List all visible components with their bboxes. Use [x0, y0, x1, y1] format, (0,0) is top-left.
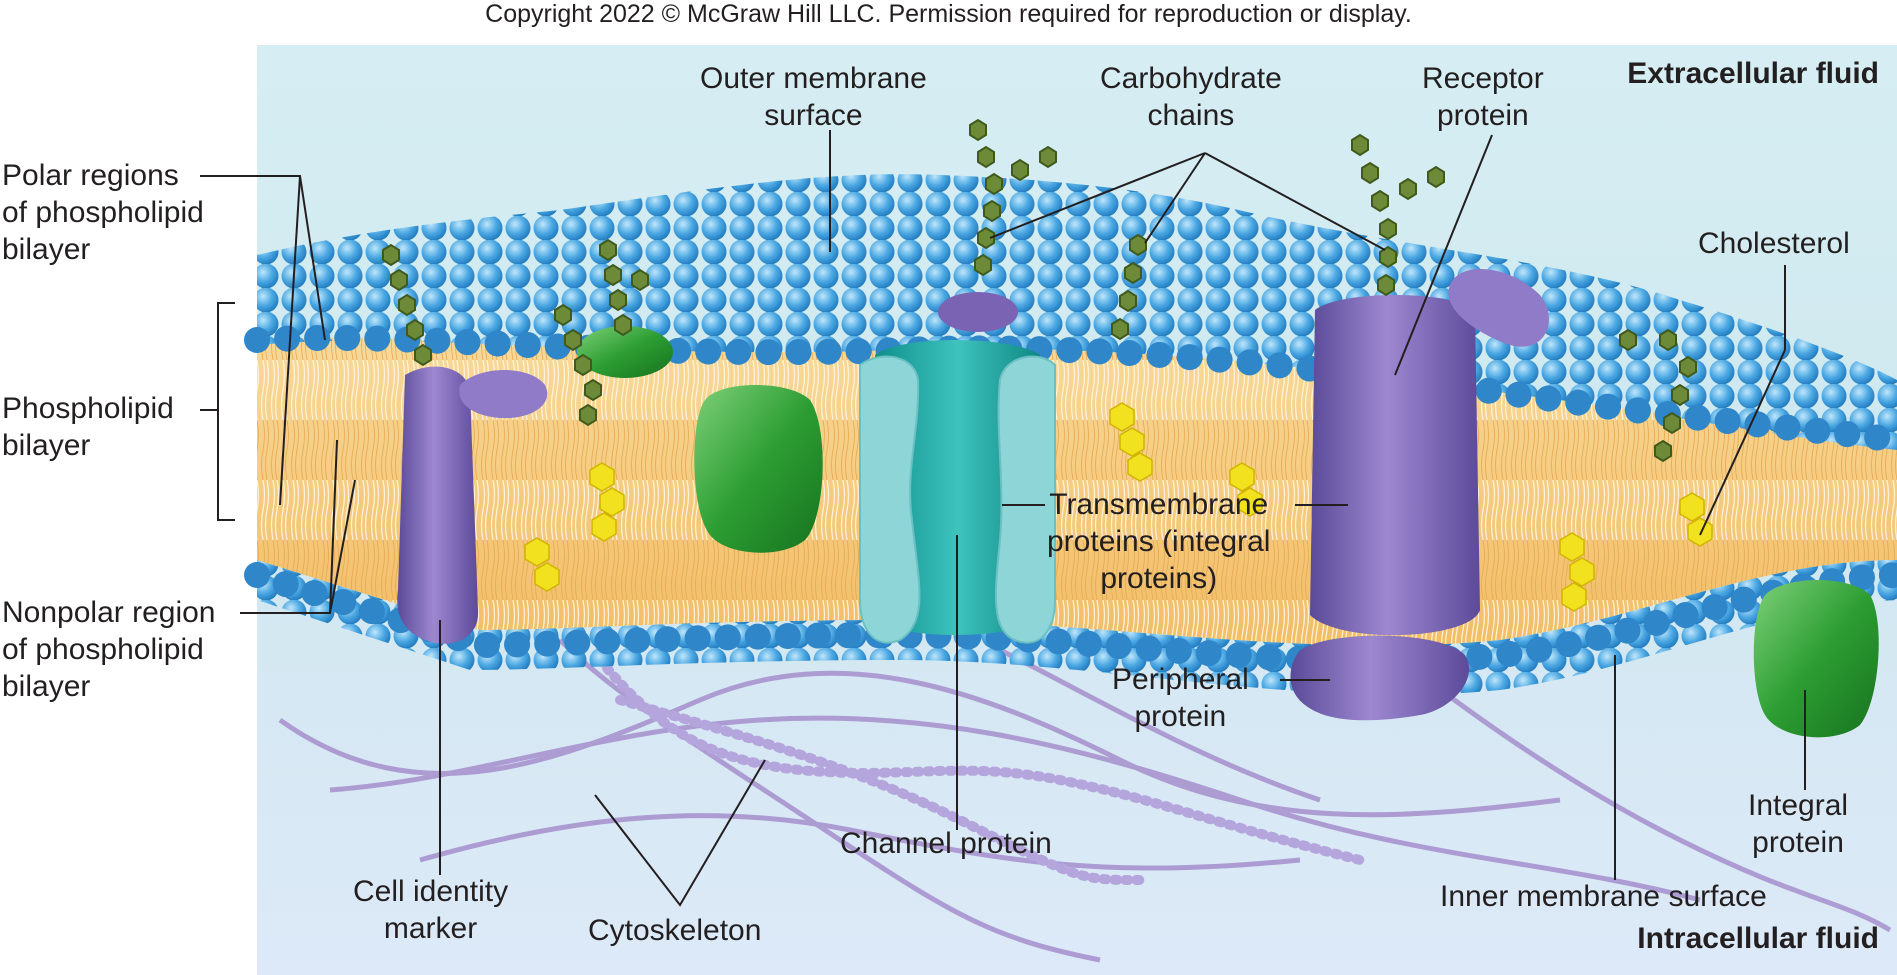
surface-purple-protein — [938, 292, 1018, 332]
receptor-protein-shape — [1310, 268, 1549, 636]
label-cytoskeleton: Cytoskeleton — [588, 914, 762, 947]
actin-filaments — [595, 655, 1365, 885]
label-intracellular-fluid: Intracellular fluid — [1637, 922, 1879, 955]
label-channel-protein: Channel protein — [840, 827, 1052, 860]
integral-protein-shape — [1753, 580, 1879, 738]
integral-green-protein — [694, 385, 823, 553]
peripheral-protein-shape — [1290, 635, 1469, 721]
label-extracellular-fluid: Extracellular fluid — [1627, 57, 1879, 90]
surface-green-protein — [577, 326, 673, 378]
carbohydrate-chains — [382, 118, 1697, 463]
cholesterol-molecules — [524, 402, 1713, 612]
label-inner-membrane-surface: Inner membrane surface — [1440, 880, 1767, 913]
leader-lines — [200, 130, 1806, 907]
channel-protein-shape — [859, 340, 1056, 644]
cell-identity-marker-protein — [397, 366, 548, 644]
copyright-notice: Copyright 2022 © McGraw Hill LLC. Permis… — [485, 0, 1412, 28]
outer-head-edge — [244, 324, 1897, 453]
label-cholesterol: Cholesterol — [1698, 227, 1850, 260]
